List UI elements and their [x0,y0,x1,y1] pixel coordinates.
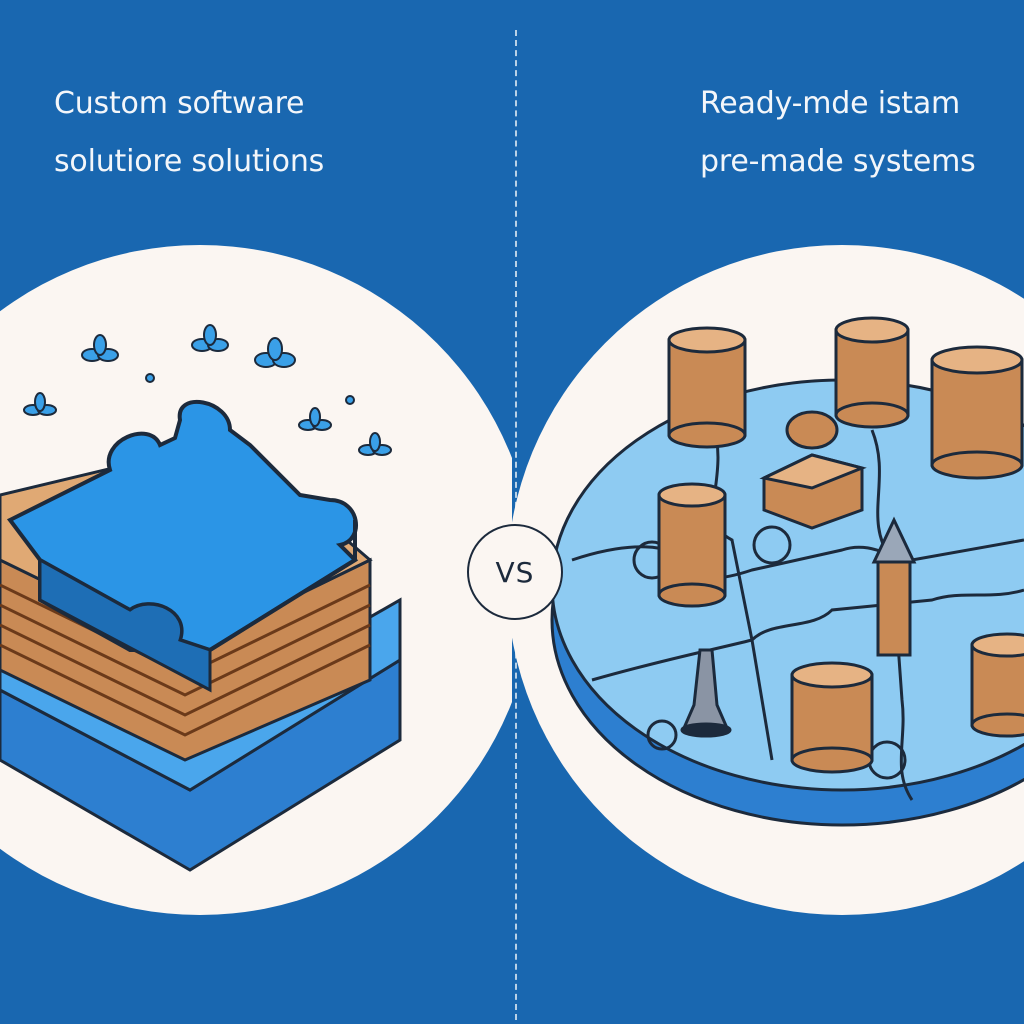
vs-badge: VS [467,524,563,620]
caption-line: Ready-mde istam [700,86,961,121]
custom-software-panel: Custom software solutiore solutions [0,75,512,915]
caption-line: Custom software [54,86,305,121]
leaf-sparkles-icon [23,324,392,456]
ready-made-panel: Ready-mde istam pre-made systems [512,0,1024,1024]
pegs-on-puzzle-board-icon [512,245,1024,915]
puzzle-piece-on-stack-icon [0,245,512,915]
custom-software-caption: Custom software solutiore solutions [54,75,324,191]
ready-made-caption: Ready-mde istam pre-made systems [700,75,976,191]
caption-line: pre-made systems [700,144,976,179]
caption-line: solutiore solutions [54,144,325,179]
